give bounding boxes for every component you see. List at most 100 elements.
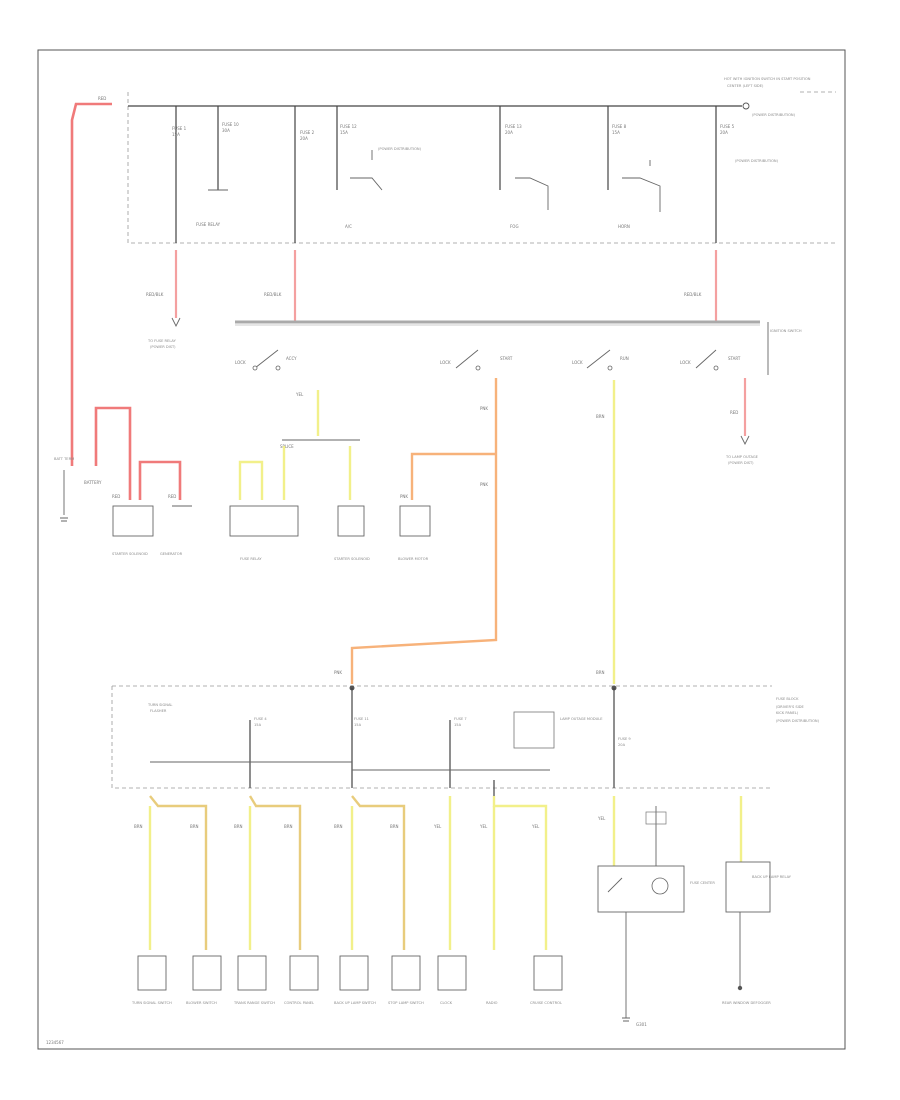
svg-text:FUSE 4: FUSE 4: [254, 717, 267, 721]
ignition-switch: IGNITION SWITCH LOCK ACCY LOCK START LOCK R…: [235, 320, 802, 375]
ref-note-1: (POWER DISTRIBUTION): [378, 147, 422, 151]
svg-text:15A: 15A: [172, 132, 180, 137]
middle-wires: YEL SPLICE FUSE RELAY STARTER SOLENOID B…: [229, 378, 759, 684]
component-c4: STARTER SOLENOID: [334, 557, 370, 561]
svg-text:FUSE 8: FUSE 8: [612, 124, 627, 129]
svg-text:PNK: PNK: [480, 406, 488, 411]
svg-text:BRN: BRN: [234, 824, 243, 829]
page-id: 1234567: [46, 1040, 64, 1045]
svg-text:YEL: YEL: [479, 824, 488, 829]
svg-text:TO FUSE RELAY: TO FUSE RELAY: [147, 339, 177, 343]
svg-text:FUSE 9: FUSE 9: [618, 737, 631, 741]
svg-text:FUSE 11: FUSE 11: [354, 717, 369, 721]
svg-text:RED: RED: [112, 494, 120, 499]
svg-text:BATT TERM: BATT TERM: [54, 457, 74, 461]
svg-text:FUSE 12: FUSE 12: [340, 124, 357, 129]
svg-text:(POWER DIST): (POWER DIST): [728, 461, 754, 465]
svg-text:BRN: BRN: [334, 824, 343, 829]
svg-text:FUSE 1: FUSE 1: [172, 126, 187, 131]
svg-text:FUSE 2: FUSE 2: [300, 130, 315, 135]
svg-text:20A: 20A: [300, 136, 308, 141]
component-c9: CONTROL PANEL: [284, 1001, 314, 1005]
component-c15: FUSE CENTER: [690, 881, 715, 885]
svg-text:15A: 15A: [254, 723, 262, 727]
svg-text:FUSE RELAY: FUSE RELAY: [196, 222, 221, 227]
fuse-block-label: FUSE BLOCK: [776, 697, 799, 701]
lamp-outage-label: LAMP OUTAGE MODULE: [560, 717, 603, 721]
svg-text:15A: 15A: [454, 723, 462, 727]
component-c10: BACK UP LAMP SWITCH: [334, 1001, 376, 1005]
svg-text:(DRIVER'S SIDE: (DRIVER'S SIDE: [776, 705, 804, 709]
battery-wire-label: RED: [98, 96, 106, 101]
svg-text:20A: 20A: [505, 130, 513, 135]
battery-label: BATTERY: [84, 480, 102, 485]
svg-text:RUN: RUN: [620, 356, 629, 361]
svg-text:TURN SIGNAL: TURN SIGNAL: [147, 703, 172, 707]
fuse-block: TURN SIGNAL FLASHER FUSE 4 15A FUSE 11 15A…: [111, 685, 820, 789]
svg-text:(POWER DIST): (POWER DIST): [150, 345, 176, 349]
svg-text:30A: 30A: [222, 128, 230, 133]
svg-text:15A: 15A: [354, 723, 362, 727]
svg-text:YEL: YEL: [531, 824, 540, 829]
component-c5: BLOWER MOTOR: [398, 557, 429, 561]
top-fuse-box: HOT WITH IGNITION SWITCH IN START POSITI…: [127, 77, 836, 244]
component-c17: REAR WINDOW DEFOGGER: [722, 1001, 771, 1005]
ref-note-3: (POWER DISTRIBUTION): [735, 159, 779, 163]
svg-text:BRN: BRN: [390, 824, 399, 829]
svg-text:START: START: [728, 356, 741, 361]
svg-text:RED/BLK: RED/BLK: [684, 292, 702, 297]
svg-text:PNK: PNK: [400, 494, 408, 499]
svg-text:A/C: A/C: [345, 224, 352, 229]
svg-text:FLASHER: FLASHER: [150, 709, 167, 713]
component-c16: BACK UP LAMP RELAY: [752, 875, 792, 879]
svg-text:HORN: HORN: [618, 224, 630, 229]
svg-text:LOCK: LOCK: [572, 360, 583, 365]
svg-text:BRN: BRN: [190, 824, 199, 829]
svg-text:BRN: BRN: [284, 824, 293, 829]
ref-note-4: (POWER DISTRIBUTION): [776, 719, 820, 723]
svg-text:PNK: PNK: [480, 482, 488, 487]
svg-text:15A: 15A: [612, 130, 620, 135]
component-c1: STARTER SOLENOID: [112, 552, 148, 556]
svg-text:LOCK: LOCK: [680, 360, 691, 365]
svg-text:PNK: PNK: [334, 670, 342, 675]
svg-text:20A: 20A: [720, 130, 728, 135]
component-c13: RADIO: [486, 1001, 498, 1005]
svg-text:START: START: [500, 356, 513, 361]
svg-text:FUSE 13: FUSE 13: [505, 124, 522, 129]
svg-text:BRN: BRN: [596, 670, 605, 675]
ignition-switch-label: IGNITION SWITCH: [770, 329, 802, 333]
svg-text:FUSE 10: FUSE 10: [222, 122, 239, 127]
component-c11: STOP LAMP SWITCH: [388, 1001, 424, 1005]
top-right-box-label: HOT WITH IGNITION SWITCH IN START POSITI…: [724, 77, 811, 81]
svg-text:LOCK: LOCK: [235, 360, 246, 365]
svg-text:FOG: FOG: [510, 224, 519, 229]
svg-text:RED/BLK: RED/BLK: [264, 292, 282, 297]
component-c2: GENERATOR: [160, 552, 183, 556]
page-frame: [37, 49, 846, 1050]
svg-text:ACCY: ACCY: [286, 356, 297, 361]
battery-circuit: RED BATTERY BATT TERM RED RED STARTER SO…: [54, 96, 192, 556]
ref-note-2: (POWER DISTRIBUTION): [752, 113, 796, 117]
svg-text:SPLICE: SPLICE: [280, 444, 294, 449]
svg-text:LOCK: LOCK: [440, 360, 451, 365]
svg-text:15A: 15A: [340, 130, 348, 135]
component-c12: CLOCK: [440, 1001, 453, 1005]
component-c7: BLOWER SWITCH: [186, 1001, 217, 1005]
svg-text:YEL: YEL: [433, 824, 442, 829]
component-c14: CRUISE CONTROL: [530, 1001, 562, 1005]
ground-label: G301: [636, 1022, 647, 1027]
svg-text:FUSE 5: FUSE 5: [720, 124, 735, 129]
top-wires: RED/BLK RED/BLK RED/BLK TO FUSE RELAY (P…: [146, 250, 718, 349]
svg-text:20A: 20A: [618, 743, 626, 747]
component-c8: TRANS RANGE SWITCH: [233, 1001, 275, 1005]
svg-text:TO LAMP OUTAGE: TO LAMP OUTAGE: [725, 455, 759, 459]
svg-text:RED/BLK: RED/BLK: [146, 292, 164, 297]
svg-text:BRN: BRN: [134, 824, 143, 829]
svg-text:RED: RED: [730, 410, 738, 415]
svg-text:BRN: BRN: [596, 414, 605, 419]
bottom-wires: BRN BRN BRN BRN BRN BRN YEL YEL YEL TURN SIG…: [131, 780, 792, 1027]
component-c6: TURN SIGNAL SWITCH: [131, 1001, 172, 1005]
svg-text:RED: RED: [168, 494, 176, 499]
